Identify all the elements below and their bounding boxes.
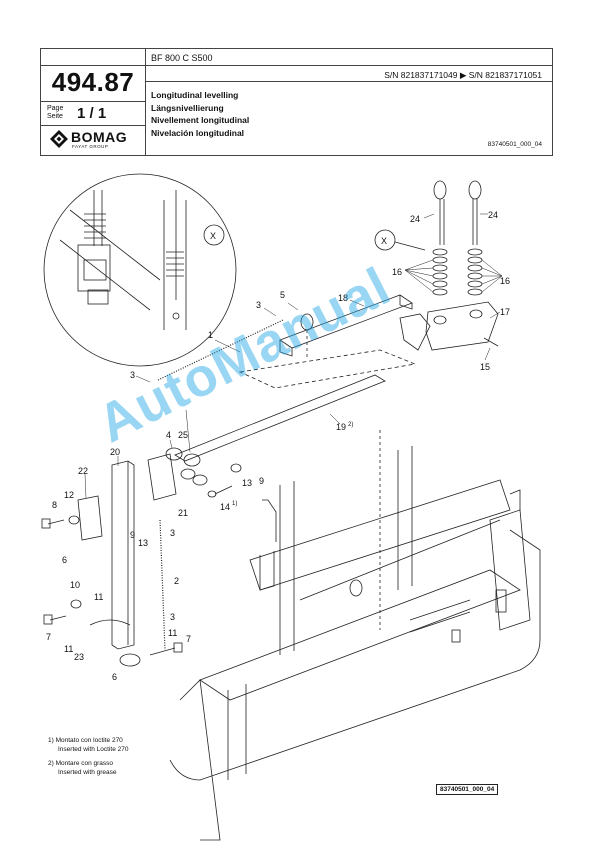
screed-frame bbox=[169, 430, 541, 841]
detail-marker-x bbox=[203, 224, 225, 246]
callout-24: 24 bbox=[410, 214, 420, 224]
threaded-rod bbox=[157, 319, 284, 381]
document-reference: 83740501_000_04 bbox=[487, 141, 542, 148]
callout-3: 3 bbox=[256, 300, 261, 310]
bracket-22 bbox=[77, 495, 103, 541]
title-es: Nivelación longitudinal bbox=[151, 127, 245, 138]
footnote-1-en: Inserted with Loctite 270 bbox=[58, 745, 129, 753]
divider bbox=[145, 49, 146, 155]
callout-1: 1 bbox=[208, 330, 213, 340]
brand-name: BOMAG bbox=[71, 129, 128, 145]
rod-19 bbox=[174, 374, 386, 462]
brand-subtitle: FAYAT GROUP bbox=[72, 144, 109, 149]
callout-9: 9 bbox=[130, 530, 135, 540]
title-en: Longitudinal levelling bbox=[151, 90, 239, 100]
detail-label-x: X bbox=[381, 236, 387, 246]
detail-view-content bbox=[59, 190, 187, 330]
callout-25: 25 bbox=[178, 430, 188, 440]
position-outline bbox=[238, 349, 417, 389]
exploded-view-drawing: 1 2 3 3 3 3 4 5 6 6 7 7 8 9 9 10 11 11 1… bbox=[41, 173, 541, 841]
serial-range: S/N 821837171049 ▶ S/N 821837171051 bbox=[384, 70, 542, 80]
callout-22: 22 bbox=[78, 466, 88, 476]
callout-12: 12 bbox=[64, 490, 74, 500]
footnote-2-it: 2) Montare con grasso bbox=[48, 760, 114, 767]
callout-16: 16 bbox=[500, 276, 510, 286]
model-name: BF 800 C S500 bbox=[151, 53, 213, 63]
callout-15: 15 bbox=[480, 362, 490, 372]
callout-5: 5 bbox=[280, 290, 285, 300]
leader-lines bbox=[84, 213, 503, 499]
page-number: 1 / 1 bbox=[77, 105, 107, 122]
footnotes: 1) Montato con loctite 270 Inserted with… bbox=[48, 737, 128, 777]
callout-13: 13 bbox=[138, 538, 148, 548]
bracket bbox=[425, 301, 499, 351]
callout-3: 3 bbox=[170, 612, 175, 622]
title-de: Längsnivellierung bbox=[151, 102, 224, 113]
callout-13: 13 bbox=[242, 478, 252, 488]
drawing-reference: 83740501_000_04 bbox=[436, 784, 499, 795]
callout-11: 11 bbox=[168, 628, 177, 638]
detail-circle bbox=[43, 173, 237, 367]
assembly-titles: Longitudinal levelling Längsnivellierung… bbox=[151, 89, 249, 139]
page-label: Page Seite bbox=[47, 105, 64, 120]
detail-marker-x bbox=[374, 229, 396, 251]
callout-4: 4 bbox=[166, 430, 171, 440]
plate-21 bbox=[147, 453, 177, 501]
column-20 bbox=[111, 460, 135, 650]
callout-7: 7 bbox=[186, 634, 191, 644]
title-fr: Nivellement longitudinal bbox=[151, 115, 250, 126]
part-number: 494.87 bbox=[51, 67, 135, 97]
callouts: 1 2 3 3 3 3 4 5 6 6 7 7 8 9 9 10 11 11 1… bbox=[46, 210, 510, 682]
callout-6: 6 bbox=[112, 672, 117, 682]
callout-20: 20 bbox=[110, 447, 120, 457]
bomag-logo: BOMAG FAYAT GROUP bbox=[49, 129, 139, 151]
eye-bolts bbox=[433, 180, 482, 245]
callout-23: 23 bbox=[74, 652, 84, 662]
callout-10: 10 bbox=[70, 580, 80, 590]
callout-2: 2 bbox=[174, 576, 179, 586]
divider bbox=[146, 81, 552, 82]
callout-8: 8 bbox=[52, 500, 57, 510]
threaded-rod bbox=[159, 519, 166, 651]
detail-label-x: X bbox=[210, 231, 216, 241]
footnote-2-en: Inserted with grease bbox=[58, 768, 117, 776]
footnote-1-it: 1) Montato con loctite 270 bbox=[48, 737, 123, 744]
washer-stack bbox=[432, 248, 483, 296]
callout-9: 9 bbox=[259, 476, 264, 486]
callout-3: 3 bbox=[170, 528, 175, 538]
callout-16: 16 bbox=[392, 267, 402, 277]
callout-17: 17 bbox=[500, 307, 510, 317]
divider bbox=[41, 125, 145, 126]
divider bbox=[41, 65, 552, 66]
divider bbox=[41, 101, 145, 102]
bomag-diamond-icon bbox=[50, 130, 68, 148]
callout-6: 6 bbox=[62, 555, 67, 565]
callout-11: 11 bbox=[94, 592, 103, 602]
callout-24: 24 bbox=[488, 210, 498, 220]
callout-11: 11 bbox=[64, 644, 73, 654]
callout-18: 18 bbox=[338, 293, 348, 303]
callout-3: 3 bbox=[130, 370, 135, 380]
callout-7: 7 bbox=[46, 632, 51, 642]
callout-21: 21 bbox=[178, 508, 188, 518]
title-block: 494.87 Page Seite 1 / 1 BOMAG FAYAT GROU… bbox=[40, 48, 553, 156]
